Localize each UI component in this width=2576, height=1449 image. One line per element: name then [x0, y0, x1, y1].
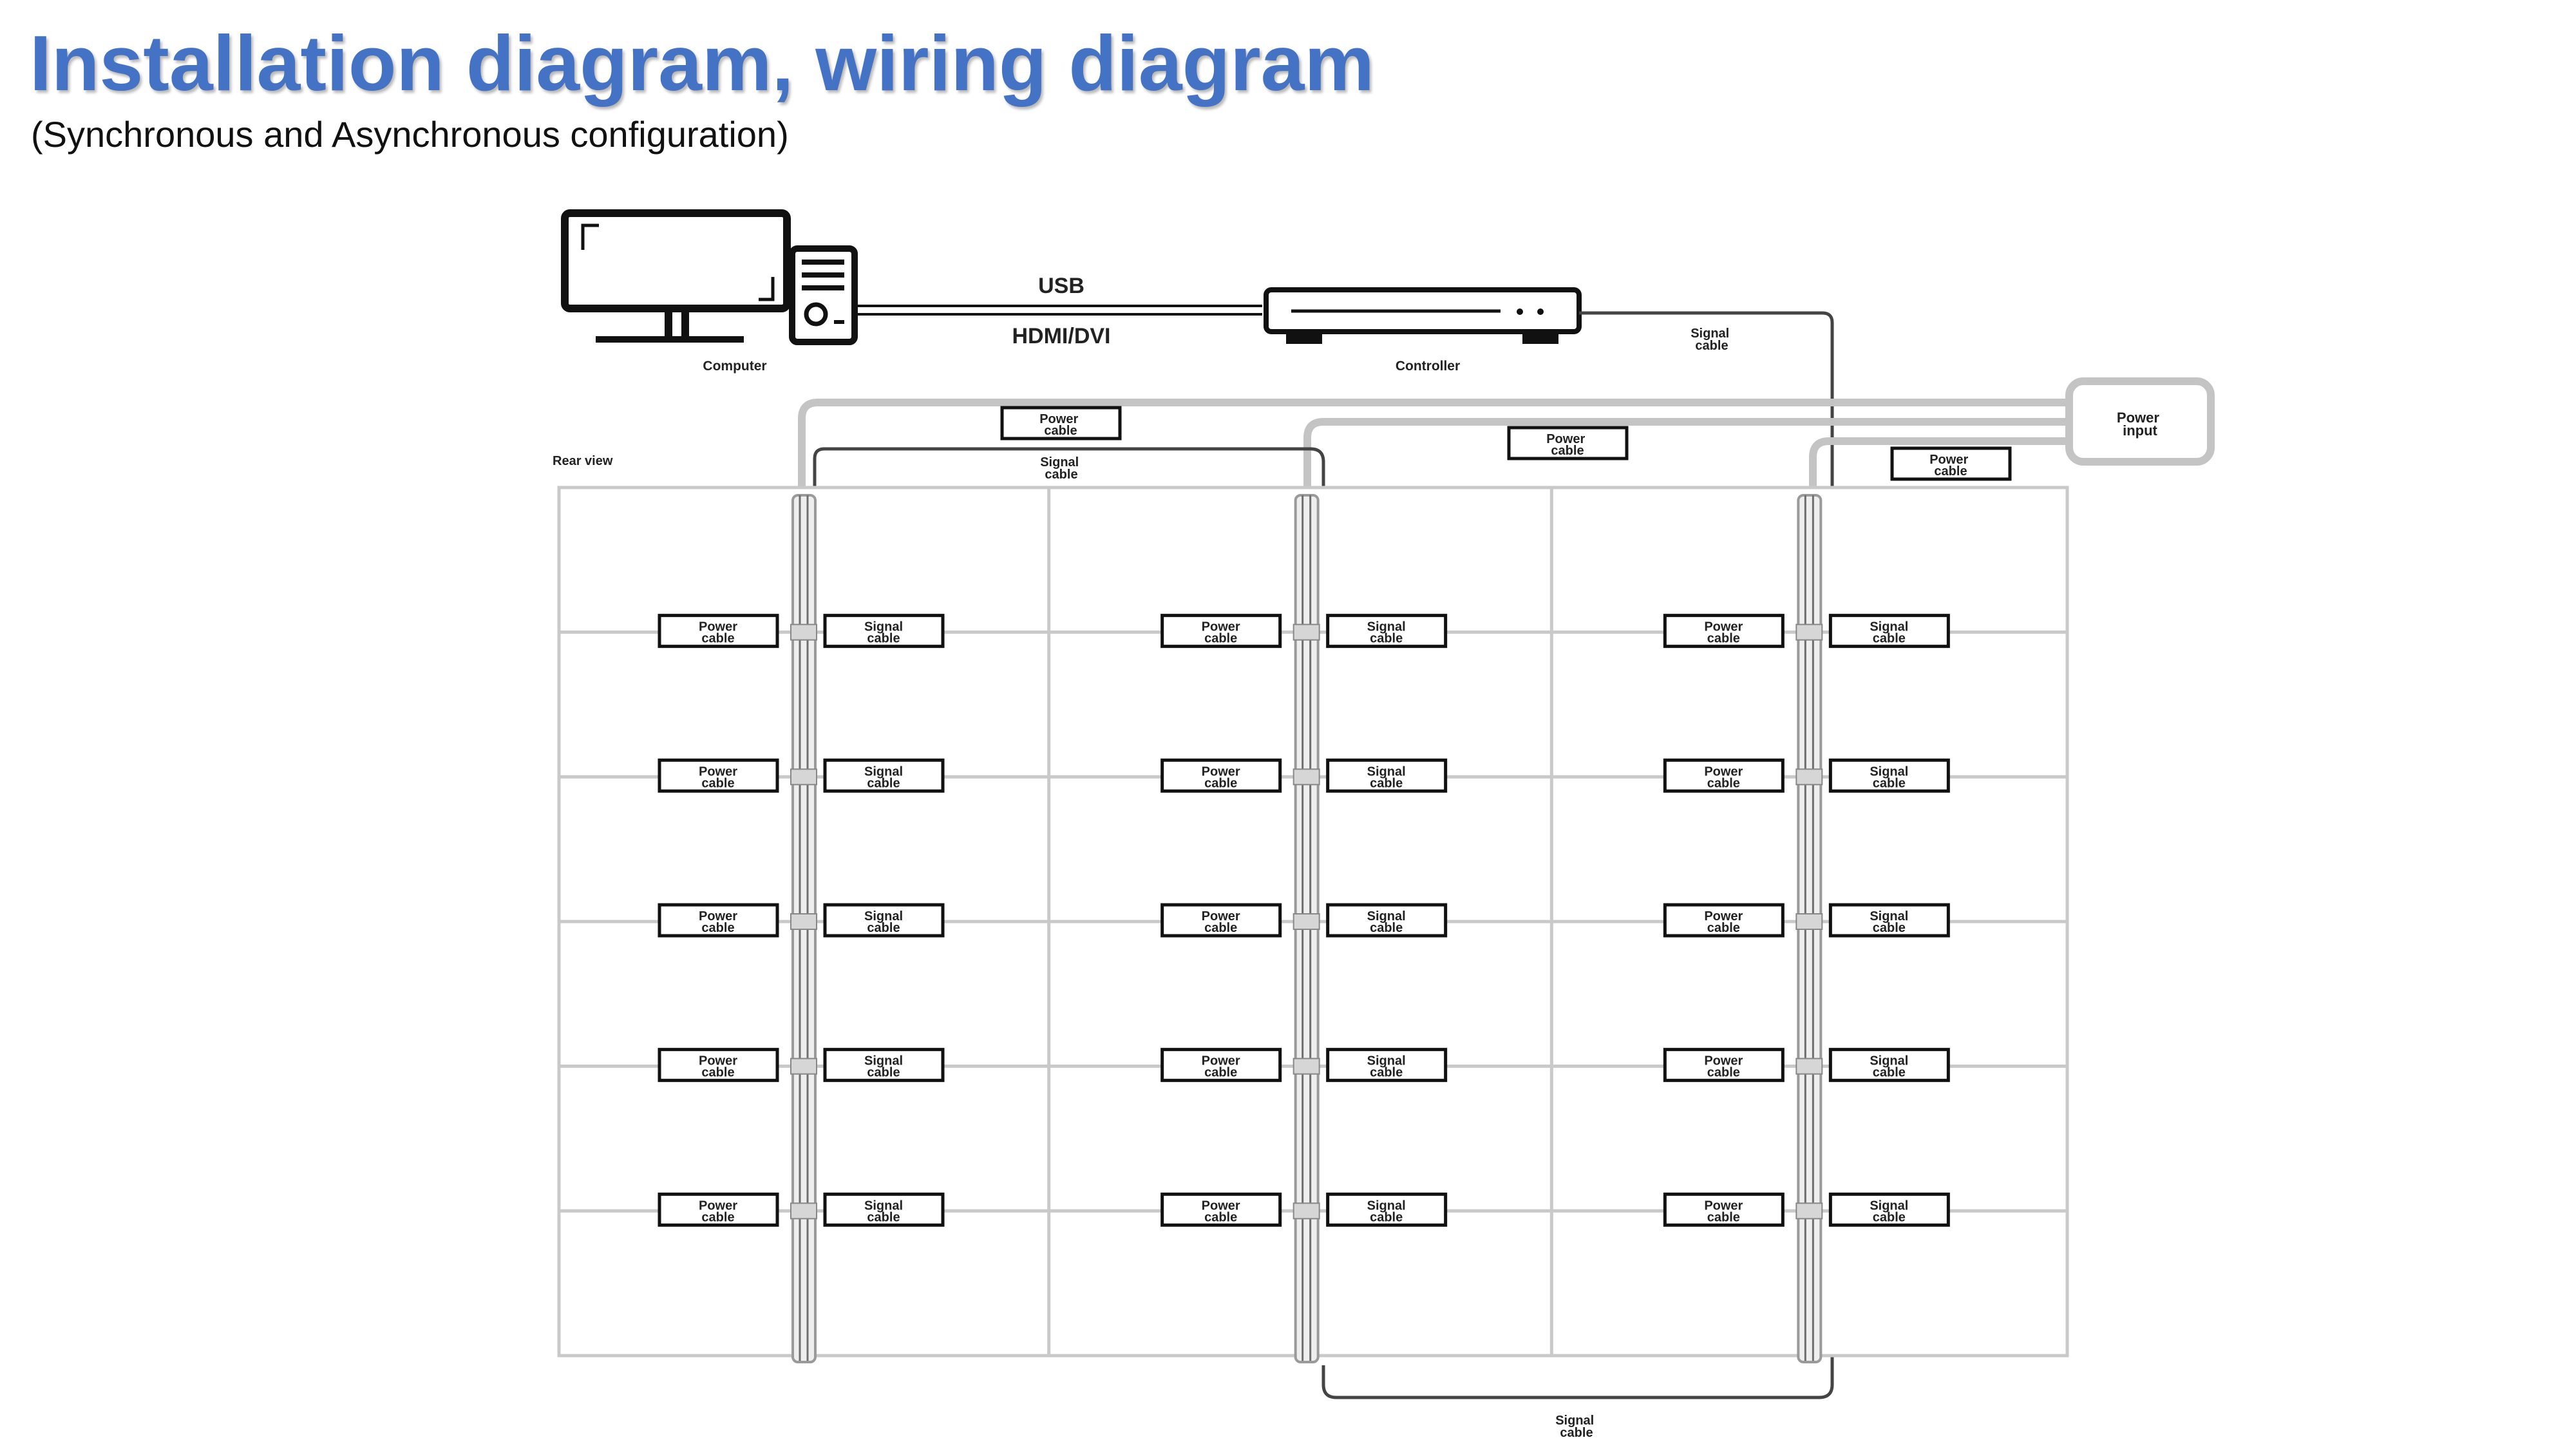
rear-view-label: Rear view [553, 454, 613, 468]
svg-text:Power cable: Power cable [1929, 453, 1972, 478]
cable-connector [1795, 1057, 1823, 1075]
cable-connector [1293, 1202, 1320, 1220]
cable-connector [790, 1202, 817, 1220]
svg-text:Power cable: Power cable [1546, 432, 1589, 458]
computer-label: Computer [703, 359, 766, 374]
power-cable-label-top-3: Power cable [1890, 446, 2012, 481]
power-cable-label-top-2: Power cable [1507, 426, 1629, 460]
cable-connector [1795, 768, 1823, 786]
cable-connector [1795, 1202, 1823, 1220]
cable-connector [790, 913, 817, 930]
signal-cable-label-loop-top: Signal cable [1040, 455, 1083, 482]
signal-cable-label-controller: Signal cable [1690, 327, 1733, 353]
cable-connector [790, 1057, 817, 1075]
cable-connector [1293, 768, 1320, 786]
power-input-label: Power input [2117, 410, 2163, 439]
page-subtitle: (Synchronous and Asynchronous configurat… [31, 114, 789, 155]
hdmi-dvi-label: HDMI/DVI [1012, 324, 1111, 348]
cable-connector [790, 623, 817, 641]
signal-cable-label-loop-bottom: Signal cable [1555, 1414, 1598, 1440]
power-input-box [2065, 377, 2215, 466]
cable-connector [1293, 913, 1320, 930]
controller-icon [1264, 287, 1582, 344]
cable-connector [1293, 623, 1320, 641]
cable-connector [790, 768, 817, 786]
usb-label: USB [1038, 274, 1084, 298]
cable-connector [1293, 1057, 1320, 1075]
cable-connector [1795, 913, 1823, 930]
page-title: Installation diagram, wiring diagram [30, 19, 1374, 107]
power-cable-label-top-1: Power cable [1000, 406, 1122, 440]
computer-icon [561, 209, 858, 345]
cable-connector [1795, 623, 1823, 641]
controller-label: Controller [1396, 359, 1460, 374]
svg-text:Power cable: Power cable [1039, 412, 1082, 438]
